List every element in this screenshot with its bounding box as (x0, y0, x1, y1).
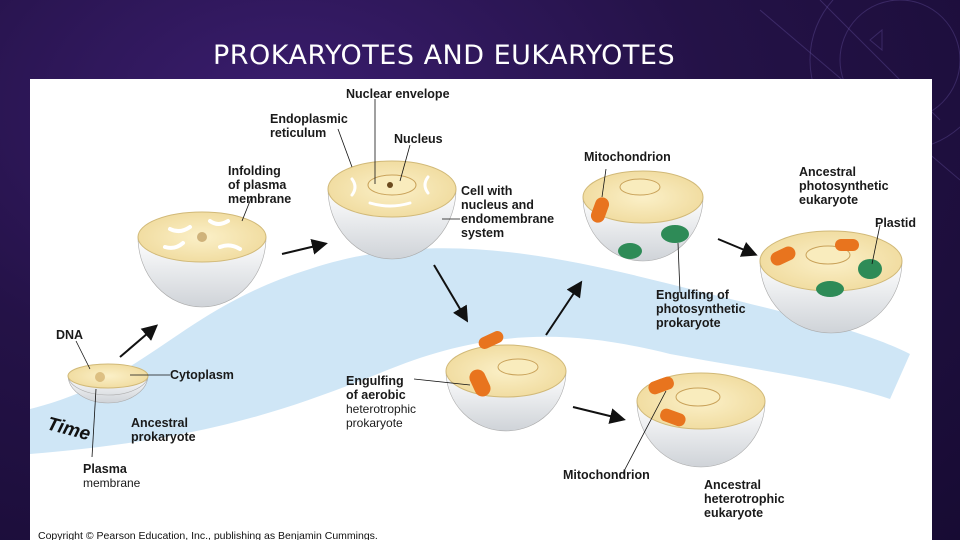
label-aphoto-1: Ancestral (799, 165, 856, 179)
label-aphoto-2: photosynthetic (799, 179, 889, 193)
label-cytoplasm: Cytoplasm (170, 368, 234, 382)
label-cellnuc-3: endomembrane (461, 212, 554, 226)
label-plastid: Plastid (875, 216, 916, 230)
figure-drawing: Nuclear envelope Endoplasmic reticulum N… (30, 87, 916, 520)
label-eaer-2: of aerobic (346, 388, 406, 402)
label-ahet-2: heterotrophic (704, 492, 785, 506)
cell-ancestral-photosynthetic (759, 230, 903, 334)
label-dna: DNA (56, 328, 83, 342)
label-infolding-1: Infolding (228, 164, 281, 178)
time-flow-band (30, 248, 910, 454)
cell-ancestral-prokaryote (67, 363, 149, 404)
label-cellnuc-2: nucleus and (461, 198, 534, 212)
label-infolding-2: of plasma (228, 178, 287, 192)
label-ephoto-3: prokaryote (656, 316, 721, 330)
label-ephoto-2: photosynthetic (656, 302, 746, 316)
cell-engulfing-photosynthetic (582, 170, 704, 262)
cell-ancestral-heterotrophic (636, 372, 766, 468)
label-aprok-1: Ancestral (131, 416, 188, 430)
label-nucleus: Nucleus (394, 132, 443, 146)
leader-lines (75, 99, 881, 474)
slide-title: PROKARYOTES AND EUKARYOTES (213, 40, 676, 71)
label-aprok-2: prokaryote (131, 430, 196, 444)
label-cellnuc-1: Cell with (461, 184, 512, 198)
label-ahet-1: Ancestral (704, 478, 761, 492)
label-cellnuc-4: system (461, 226, 504, 240)
label-eaer-1: Engulfing (346, 374, 404, 388)
endosymbiosis-figure: Nuclear envelope Endoplasmic reticulum N… (30, 79, 932, 540)
label-ephoto-1: Engulfing of (656, 288, 730, 302)
label-plasma-2: membrane (83, 476, 141, 490)
copyright-notice: Copyright © Pearson Education, Inc., pub… (38, 530, 378, 540)
label-aphoto-3: eukaryote (799, 193, 858, 207)
label-infolding-3: membrane (228, 192, 291, 206)
label-eaer-4: prokaryote (346, 416, 403, 430)
label-mito-top: Mitochondrion (584, 150, 671, 164)
label-nuclear-envelope: Nuclear envelope (346, 87, 450, 101)
cell-infolding (137, 211, 267, 308)
label-er-1: Endoplasmic (270, 112, 348, 126)
cell-engulfing-aerobic (445, 331, 567, 432)
label-mito-bottom: Mitochondrion (563, 468, 650, 482)
process-arrows (119, 238, 758, 424)
label-eaer-3: heterotrophic (346, 402, 416, 416)
label-er-2: reticulum (270, 126, 326, 140)
cell-with-nucleus (327, 160, 457, 260)
label-plasma-1: Plasma (83, 462, 128, 476)
label-ahet-3: eukaryote (704, 506, 763, 520)
